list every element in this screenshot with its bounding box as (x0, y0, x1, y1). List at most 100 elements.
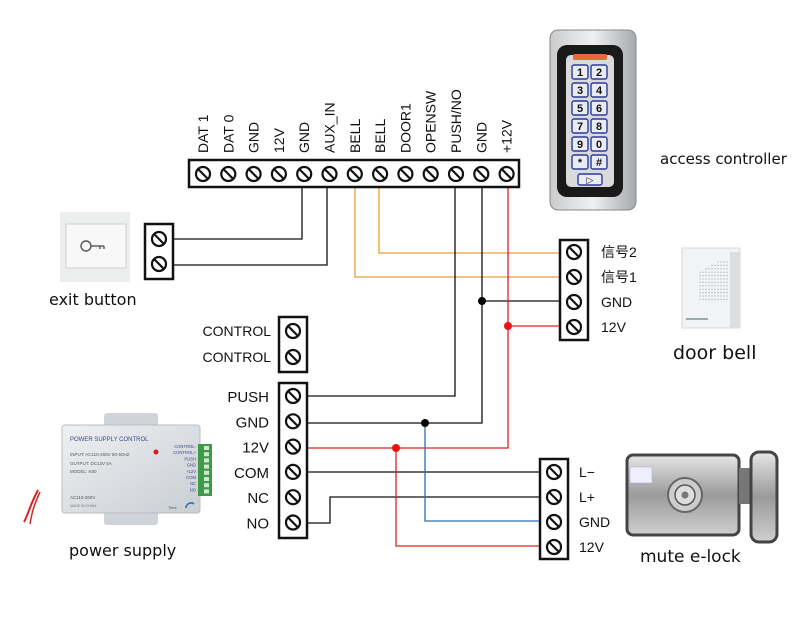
ps-side-label: NC (190, 481, 196, 486)
ps-device-line: INPUT: AC110-260V 50-60HZ (70, 452, 130, 457)
lock-terminal-label: 12V (579, 539, 605, 555)
terminal-label: OPENSW (423, 90, 439, 153)
terminal-label: BELL (347, 119, 363, 153)
ps-terminal-label: PUSH (227, 389, 269, 406)
ps-terminal-screw[interactable] (284, 463, 302, 480)
ps-control-screw[interactable] (284, 348, 302, 366)
terminal-screw[interactable] (245, 165, 262, 183)
keypad-key[interactable]: 9 (571, 136, 589, 152)
wire-gnd-lock (424, 423, 540, 522)
terminal-label: DAT 1 (195, 114, 211, 153)
ps-control-screw[interactable] (284, 322, 302, 340)
terminal-screw[interactable] (346, 165, 363, 183)
keypad-key[interactable]: 8 (590, 118, 608, 134)
ps-device-label: POWER SUPPLY CONTROL (70, 437, 149, 443)
keypad-key[interactable]: 2 (590, 64, 608, 80)
bell-terminal-screw[interactable] (565, 318, 583, 336)
ps-terminal-screw[interactable] (284, 489, 302, 506)
bell-terminal-label: 12V (601, 319, 627, 335)
ps-terminal-screw[interactable] (284, 413, 302, 430)
keypad-key-label: 1 (577, 67, 583, 79)
keypad-key[interactable]: 1 (571, 64, 589, 80)
terminal-label: AUX_IN (322, 102, 338, 153)
e-lock-device (625, 450, 779, 544)
keypad-key[interactable]: # (590, 154, 608, 170)
bell-terminal-screw[interactable] (565, 293, 583, 311)
terminal-screw[interactable] (422, 165, 439, 183)
ps-terminal-screw[interactable] (284, 514, 302, 531)
terminal-screw[interactable] (447, 165, 465, 183)
keypad-key-label: # (596, 157, 602, 169)
terminal-label: GND (473, 122, 489, 153)
wire-no-lplus (305, 496, 540, 524)
junction-gnd-lock (421, 419, 429, 427)
terminal-label: BELL (372, 119, 388, 153)
lock-terminal-screw[interactable] (545, 488, 563, 506)
terminal-screw[interactable] (397, 165, 414, 183)
terminal-screw[interactable] (473, 165, 490, 183)
ps-terminal-label: NO (247, 516, 270, 533)
keypad-key[interactable]: * (571, 154, 589, 170)
keypad-key[interactable]: 5 (571, 100, 589, 116)
ps-side-label: +12V (186, 469, 196, 474)
terminal-screw[interactable] (270, 165, 287, 183)
keypad-key-label: 3 (577, 85, 583, 97)
wire-bell-signal1 (354, 185, 560, 278)
controller-caption: access controller (660, 150, 788, 168)
keypad-enter-key[interactable]: ▷ (577, 173, 603, 186)
terminal-screw[interactable] (220, 165, 237, 183)
ps-device-line: AC110-260V (70, 495, 95, 500)
wire-12v (305, 185, 509, 449)
terminal-screw[interactable] (372, 165, 389, 183)
terminal-screw[interactable] (296, 165, 313, 183)
keypad-key[interactable]: 6 (590, 100, 608, 116)
keypad-key-label: 0 (596, 139, 602, 151)
terminal-label: DAT 0 (220, 114, 236, 153)
terminal-label: +12V (499, 119, 515, 153)
enter-icon: ▷ (587, 176, 594, 186)
ps-device-line: MODEL: K80 (70, 469, 97, 474)
ps-terminal-screw[interactable] (284, 438, 302, 455)
wires (172, 185, 560, 547)
junction-12v-bell (504, 322, 512, 330)
exit-terminal-screw[interactable] (150, 255, 168, 273)
ps-control-label: CONTROL (203, 323, 272, 339)
keypad-key-label: * (578, 157, 583, 169)
lock-terminal-screw[interactable] (545, 513, 563, 531)
keypad-key[interactable]: 0 (590, 136, 608, 152)
key-icon (80, 240, 105, 252)
ps-side-label: CONTROL- (174, 444, 196, 449)
terminal-screw[interactable] (321, 165, 338, 183)
ps-device-line: MADE IN CHINA (70, 504, 97, 508)
keypad-key[interactable]: 7 (571, 118, 589, 134)
keypad-key[interactable]: 3 (571, 82, 589, 98)
wire-push (305, 185, 456, 397)
ps-side-label: COM (186, 475, 196, 480)
bell-terminal-screw[interactable] (565, 243, 583, 261)
wire-gnd (305, 185, 483, 424)
ps-terminal-label: NC (247, 490, 269, 507)
ps-side-label: CONTROL+ (173, 450, 196, 455)
ps-side-label: GND (187, 463, 196, 468)
terminal-screw[interactable] (194, 165, 212, 183)
lock-terminal-screw[interactable] (545, 538, 563, 556)
ps-terminal-screw[interactable] (284, 387, 302, 405)
power-supply-device: POWER SUPPLY CONTROL INPUT: AC110-260V 5… (23, 413, 212, 525)
junction-12v-lock (392, 444, 400, 452)
lock-terminal-screw[interactable] (545, 463, 563, 481)
exit-terminal-screw[interactable] (150, 230, 168, 248)
e-lock-caption: mute e-lock (640, 547, 741, 567)
exit-button-caption: exit button (49, 290, 137, 309)
wire-gnd-exit (172, 185, 303, 240)
ps-side-label: PUSH (184, 456, 196, 461)
lock-terminal-label: L− (579, 464, 595, 480)
terminal-label: DOOR1 (397, 103, 413, 153)
terminal-screw[interactable] (498, 165, 515, 183)
ps-terminal-label: COM (234, 465, 269, 482)
bell-terminal-screw[interactable] (565, 268, 583, 286)
ps-device-line: OUTPUT: DC12V 5A (70, 461, 112, 466)
keypad-key[interactable]: 4 (590, 82, 608, 98)
